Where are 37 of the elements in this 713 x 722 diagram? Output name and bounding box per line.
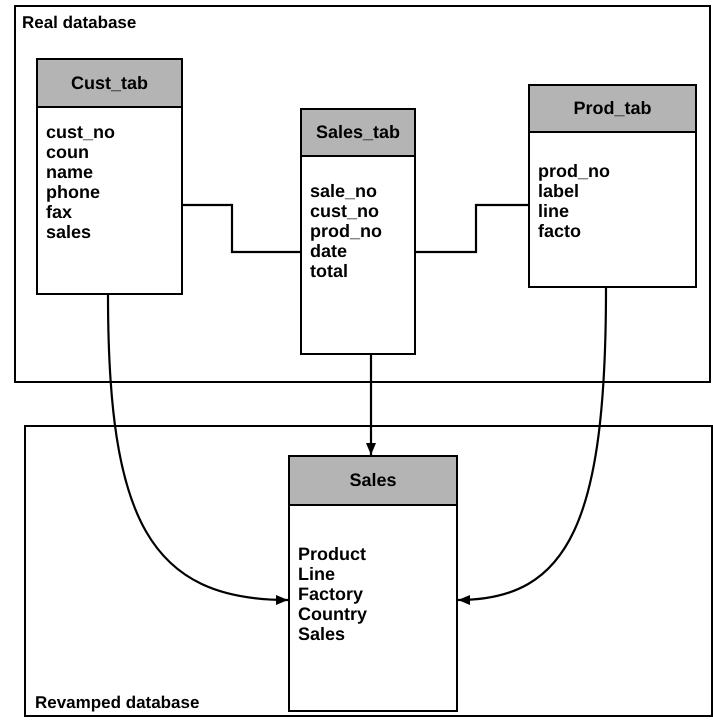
table-header: Sales <box>290 457 456 506</box>
table-header: Cust_tab <box>38 60 181 108</box>
field-name: line <box>538 201 570 221</box>
table-box <box>528 84 697 288</box>
field-name: Factory <box>298 584 364 604</box>
group-title: Real database <box>22 13 136 33</box>
field-name: cust_no <box>46 122 116 142</box>
group-title: Revamped database <box>35 693 200 713</box>
field-name: name <box>46 162 94 182</box>
field-name: date <box>310 241 348 261</box>
arrow <box>458 288 608 604</box>
field-name: Product <box>298 544 366 564</box>
field-name: Country <box>298 604 367 624</box>
table-box <box>36 58 183 295</box>
field-name: facto <box>538 221 582 241</box>
connector-line <box>183 204 300 254</box>
field-name: phone <box>46 182 100 202</box>
table-box <box>300 108 416 355</box>
field-name: sales <box>46 222 92 242</box>
arrow <box>106 294 288 604</box>
table-box <box>288 455 458 712</box>
table-header: Sales_tab <box>302 110 414 157</box>
table-header: Prod_tab <box>530 86 695 133</box>
field-name: sale_no <box>310 181 378 201</box>
arrow <box>366 355 376 455</box>
connector-line <box>416 204 528 254</box>
group-frame <box>14 5 711 383</box>
field-name: coun <box>46 142 89 162</box>
field-name: Line <box>298 564 336 584</box>
field-name: prod_no <box>310 221 382 241</box>
field-name: prod_no <box>538 161 610 181</box>
field-name: fax <box>46 202 72 222</box>
field-name: cust_no <box>310 201 380 221</box>
field-name: Sales <box>298 624 346 644</box>
field-name: total <box>310 261 348 281</box>
group-frame <box>24 425 713 717</box>
field-name: label <box>538 181 580 201</box>
